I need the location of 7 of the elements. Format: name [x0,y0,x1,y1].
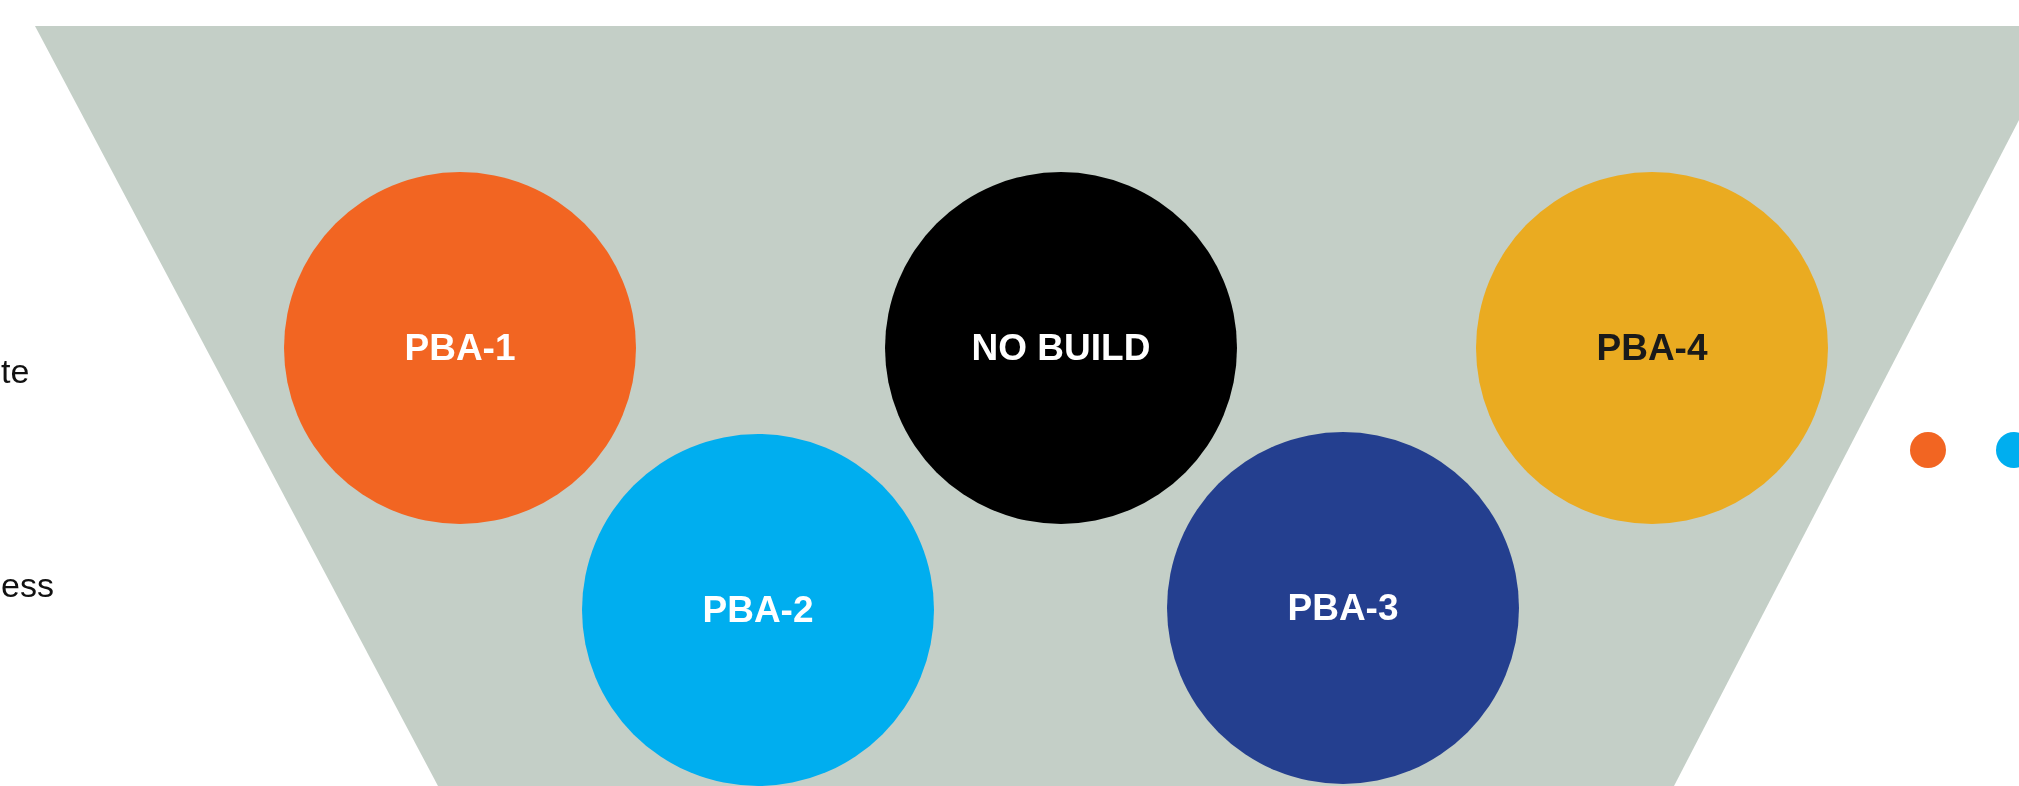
circle-label: NO BUILD [971,327,1151,369]
text-fragment: ess [1,566,54,605]
circle-label: PBA-1 [404,327,516,369]
text-fragment: te [1,352,30,391]
circle-label: PBA-3 [1287,587,1399,629]
circle-label: PBA-4 [1596,327,1708,369]
circle-label: PBA-2 [702,589,814,631]
